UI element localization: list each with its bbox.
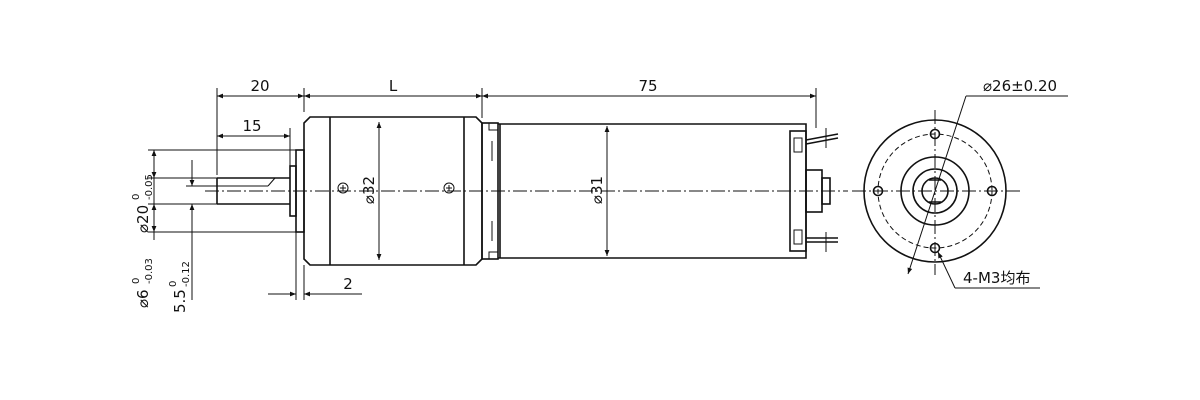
tol-flat-5-5: 5.5 0 -0.12 xyxy=(168,261,192,313)
tol-diameter-6-lower: -0.03 xyxy=(144,258,155,284)
tol-diameter-20-lower: -0.05 xyxy=(144,174,155,200)
dim-diameter-31: ⌀31 xyxy=(588,176,606,204)
dim-diameter-32: ⌀32 xyxy=(360,176,378,204)
dim-L: L xyxy=(389,77,398,95)
dim-75: 75 xyxy=(638,77,657,95)
dim-20: 20 xyxy=(250,77,269,95)
side-view xyxy=(148,88,848,300)
dim-15: 15 xyxy=(242,117,261,135)
tol-flat-lower: -0.12 xyxy=(181,261,192,287)
top-dimensions xyxy=(216,88,817,175)
end-cap xyxy=(789,128,839,252)
outer-circle xyxy=(863,119,1007,263)
tol-diameter-20: ⌀20 0 -0.05 xyxy=(131,174,155,233)
mounting-hole xyxy=(929,128,941,140)
mounting-hole xyxy=(872,185,884,197)
note-mounting-holes: 4-M3均布 xyxy=(963,269,1030,287)
gearbox-motor-coupling xyxy=(481,122,499,260)
shaft-circle xyxy=(921,177,949,205)
bolt-circle xyxy=(877,133,993,249)
tol-flat-upper: 0 xyxy=(168,281,179,287)
dim-2: 2 xyxy=(343,275,353,293)
dim-bolt-circle: ⌀26±0.20 xyxy=(983,77,1057,95)
gearbox-body xyxy=(303,116,483,266)
tol-diameter-6: ⌀6 0 -0.03 xyxy=(131,258,155,308)
tol-diameter-20-base: ⌀20 xyxy=(134,205,152,233)
front-view xyxy=(852,95,1068,289)
tol-diameter-6-upper: 0 xyxy=(131,278,142,284)
output-shaft xyxy=(216,177,290,205)
tol-diameter-20-upper: 0 xyxy=(131,194,142,200)
left-dimensions xyxy=(148,149,296,300)
tol-diameter-6-base: ⌀6 xyxy=(134,289,152,308)
mounting-hole xyxy=(986,185,998,197)
flange-thickness-dimension xyxy=(268,232,362,300)
tol-flat-base: 5.5 xyxy=(171,289,189,313)
mounting-hole xyxy=(929,242,941,254)
